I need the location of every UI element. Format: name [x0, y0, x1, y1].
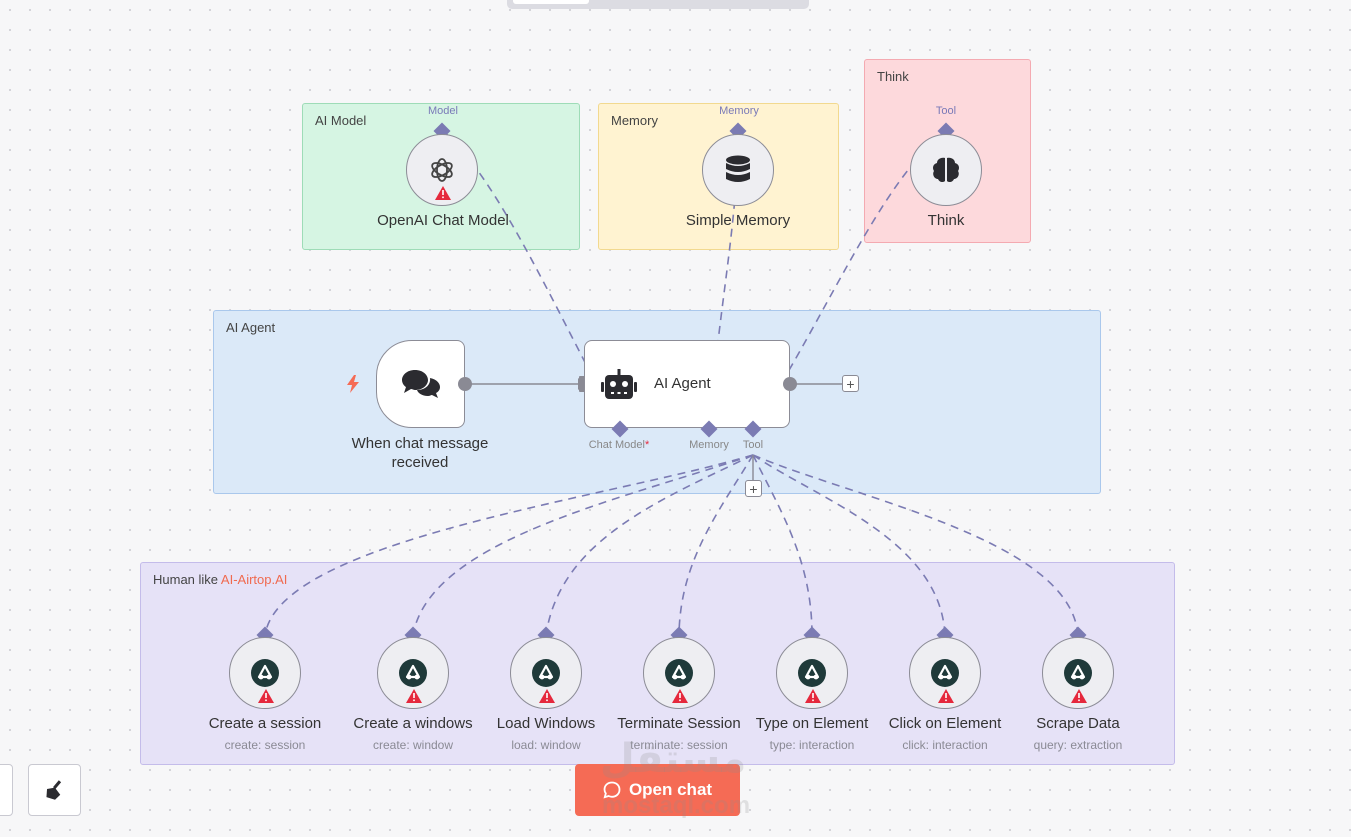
- tidy-up-button[interactable]: [28, 764, 81, 816]
- tool-subtitle: load: window: [511, 738, 581, 752]
- connection-tool-6: [752, 454, 946, 636]
- port-label-model: Model: [428, 105, 458, 117]
- broom-icon: [45, 780, 61, 800]
- airtop-icon: [1064, 659, 1092, 687]
- tool-title: Click on Element: [888, 715, 1002, 732]
- airtop-tool-node[interactable]: [377, 637, 449, 709]
- top-tab-bar: [507, 0, 809, 9]
- tool-title: Load Windows: [496, 715, 596, 732]
- connection-tool-3: [545, 454, 754, 636]
- top-tab-active[interactable]: [513, 0, 589, 4]
- warning-icon: [938, 689, 954, 703]
- think-title: Think: [927, 212, 965, 229]
- group-label-memory: Memory: [611, 113, 658, 128]
- connection-tool-5: [752, 454, 813, 636]
- group-think: Think: [864, 59, 1031, 243]
- robot-icon: [601, 369, 637, 399]
- airtop-icon: [399, 659, 427, 687]
- group-label-ai-model: AI Model: [315, 113, 367, 128]
- group-label-think: Think: [877, 69, 909, 84]
- port-label-chat-model: Chat Model*: [588, 439, 650, 451]
- chat-icon: [603, 781, 621, 799]
- canvas-control-button[interactable]: [0, 764, 13, 816]
- tool-subtitle: click: interaction: [902, 738, 988, 752]
- tool-subtitle: terminate: session: [630, 738, 728, 752]
- group-label-ai-agent: AI Agent: [226, 320, 276, 335]
- openai-chat-model-title: OpenAI Chat Model: [377, 212, 509, 229]
- tool-subtitle: query: extraction: [1033, 738, 1123, 752]
- open-chat-button[interactable]: Open chat: [575, 764, 740, 816]
- tool-subtitle: create: window: [372, 738, 454, 752]
- group-memory: Memory: [598, 103, 839, 250]
- trigger-output-handle[interactable]: [458, 377, 472, 391]
- open-chat-label: Open chat: [628, 780, 713, 799]
- port-label-think-tool: Tool: [935, 105, 957, 117]
- connection-tool-7: [752, 454, 1079, 636]
- simple-memory-title: Simple Memory: [685, 212, 791, 229]
- port-label-agent-tool: Tool: [742, 439, 764, 451]
- connection-tool-2: [412, 454, 754, 636]
- airtop-tool-node[interactable]: [229, 637, 301, 709]
- airtop-tool-node[interactable]: [776, 637, 848, 709]
- airtop-tool-node[interactable]: [1042, 637, 1114, 709]
- airtop-icon: [532, 659, 560, 687]
- warning-icon: [1071, 689, 1087, 703]
- tool-subtitle: create: session: [224, 738, 306, 752]
- chat-bubbles-icon: [401, 370, 440, 398]
- port-label-memory: Memory: [719, 105, 759, 117]
- tool-subtitle: type: interaction: [769, 738, 855, 752]
- connection-tool-1: [264, 454, 754, 636]
- agent-add-tool-button[interactable]: +: [745, 480, 762, 497]
- tool-title: Scrape Data: [1036, 715, 1120, 732]
- lightning-icon: [347, 375, 359, 393]
- database-icon: [726, 155, 750, 182]
- airtop-icon: [931, 659, 959, 687]
- tool-title: Create a windows: [353, 715, 473, 732]
- airtop-tool-node[interactable]: [510, 637, 582, 709]
- port-label-agent-memory: Memory: [689, 439, 729, 451]
- agent-add-output-button[interactable]: +: [842, 375, 859, 392]
- agent-output-handle[interactable]: [783, 377, 797, 391]
- warning-icon: [435, 186, 451, 200]
- warning-icon: [672, 689, 688, 703]
- tool-title: Type on Element: [755, 715, 869, 732]
- warning-icon: [258, 689, 274, 703]
- simple-memory-node[interactable]: [702, 134, 774, 206]
- group-label-human-like: Human like AI-Airtop.AI: [153, 572, 288, 587]
- think-node[interactable]: [910, 134, 982, 206]
- chat-trigger-node[interactable]: [376, 340, 465, 428]
- agent-input-handle[interactable]: [579, 376, 587, 392]
- airtop-tool-node[interactable]: [643, 637, 715, 709]
- chat-trigger-title: When chat message received: [351, 435, 489, 471]
- tool-title: Create a session: [208, 715, 322, 732]
- warning-icon: [805, 689, 821, 703]
- brain-icon: [933, 157, 959, 183]
- ai-agent-node[interactable]: AI Agent: [584, 340, 790, 428]
- openai-chat-model-node[interactable]: [406, 134, 478, 206]
- warning-icon: [406, 689, 422, 703]
- airtop-icon: [798, 659, 826, 687]
- ai-agent-title: AI Agent: [654, 375, 711, 392]
- warning-icon: [539, 689, 555, 703]
- airtop-tool-node[interactable]: [909, 637, 981, 709]
- connection-tool-4: [678, 454, 754, 636]
- openai-icon: [431, 158, 453, 182]
- airtop-icon: [251, 659, 279, 687]
- tool-title: Terminate Session: [617, 715, 741, 732]
- airtop-icon: [665, 659, 693, 687]
